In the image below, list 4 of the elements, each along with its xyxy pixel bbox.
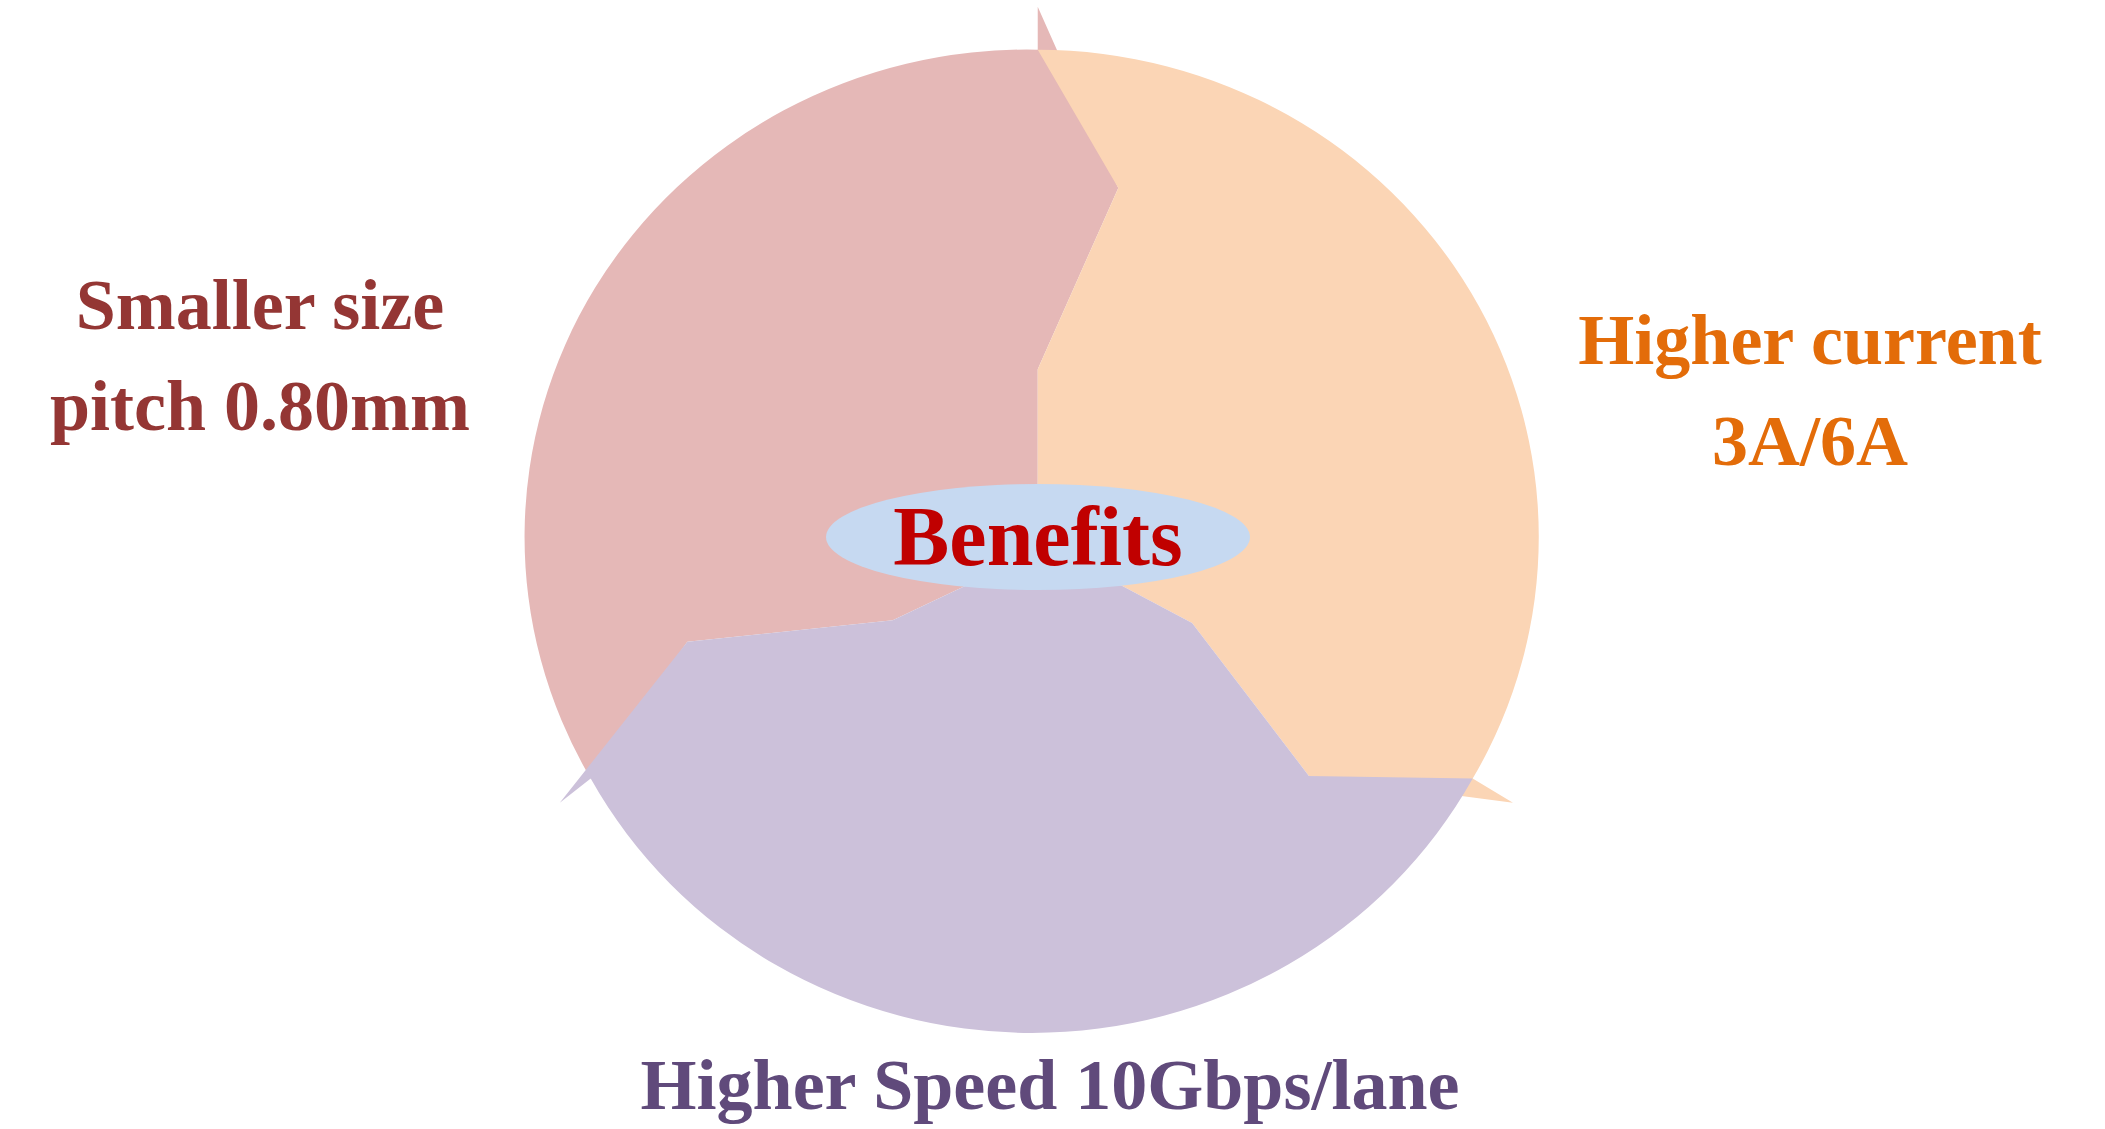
- benefit-label: Higher current 3A/6A: [1530, 290, 2090, 492]
- benefit-label: Higher Speed 10Gbps/lane: [540, 1035, 1560, 1129]
- benefit-label: Smaller size pitch 0.80mm: [0, 255, 520, 457]
- center-title: Benefits: [893, 489, 1183, 586]
